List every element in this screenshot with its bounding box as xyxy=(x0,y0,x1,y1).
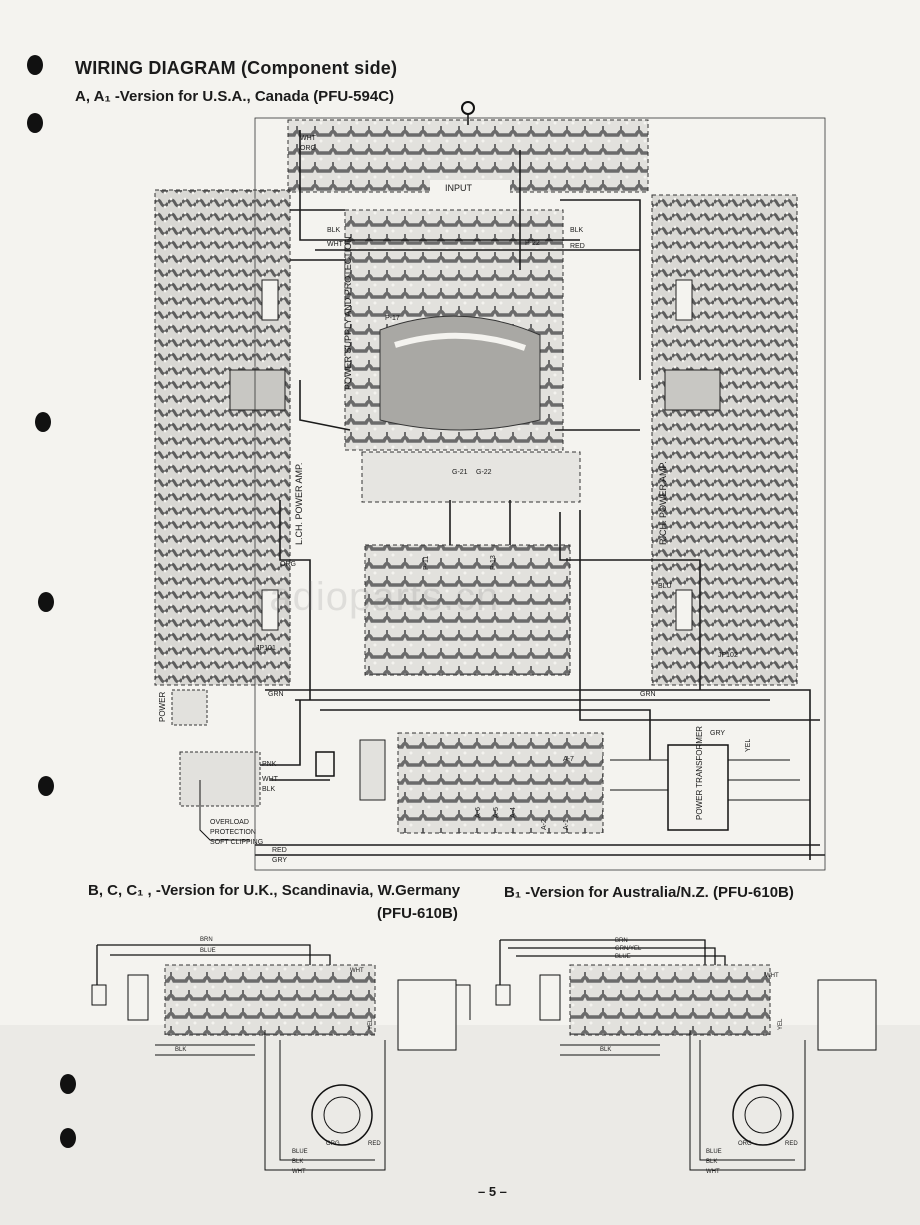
wire-label: BLUE xyxy=(615,954,631,960)
wire-label: RED xyxy=(570,243,585,250)
wire-label: BLK xyxy=(570,227,584,234)
driver-board xyxy=(361,451,581,676)
wire-label: GRN/YEL xyxy=(615,946,642,952)
lch-power-amp-board: L.CH. POWER AMP. xyxy=(154,189,304,686)
lower-band xyxy=(0,1025,920,1225)
pin-label: A-4 xyxy=(510,807,517,818)
wire-label: BLK xyxy=(327,227,341,234)
wire-label: ORG xyxy=(300,145,316,152)
wire-label: BLK xyxy=(706,1159,717,1165)
binder-hole xyxy=(60,1074,76,1094)
pin-label: P-13 xyxy=(490,555,497,570)
wire-color-labels: WHT ORG BLK BLK RED WHT GRN GRN GRY PNK … xyxy=(262,135,752,864)
pin-label: P-11 xyxy=(423,556,430,570)
caption-uk-model: (PFU-610B) xyxy=(377,905,458,922)
pin-label: JP102 xyxy=(718,652,738,659)
pin-label: A-1 xyxy=(563,819,570,830)
wire-label: WHT xyxy=(350,968,364,974)
power-supply-label: POWER SUPPLY AND PROTECTION xyxy=(343,236,353,390)
input-board: INPUT xyxy=(287,101,649,194)
page-number: – 5 – xyxy=(478,1184,507,1199)
wire-label: BLU xyxy=(658,583,672,590)
binder-hole xyxy=(38,592,54,612)
rch-label: R.CH. POWER AMP. xyxy=(658,461,668,545)
wire-label: BLK xyxy=(175,1047,186,1053)
legend-protection: PROTECTION xyxy=(210,829,256,836)
page-title: WIRING DIAGRAM (Component side) xyxy=(75,58,398,78)
caption-australia-version: B₁ -Version for Australia/N.Z. (PFU-610B… xyxy=(504,884,794,901)
australia-version-diagram: BRN GRN/YEL BLUE WHT BLK ORG RED YEL BLU… xyxy=(495,938,877,1175)
wire-label: BLUE xyxy=(292,1149,308,1155)
wire-label: ORG xyxy=(280,561,296,568)
transformer-label: POWER TRANSFORMER xyxy=(695,726,704,820)
wire-label: WHT xyxy=(765,973,779,979)
pin-label: G-22 xyxy=(476,469,492,476)
wire-label: GRN xyxy=(268,691,284,698)
wire-label: WHT xyxy=(262,776,279,783)
pin-label: A-6 xyxy=(475,807,482,818)
input-label: INPUT xyxy=(445,183,473,193)
rch-power-amp-board: R.CH. POWER AMP. xyxy=(651,194,798,686)
version-subtitle: A, A₁ -Version for U.S.A., Canada (PFU-5… xyxy=(75,88,395,105)
pin-label: P-22 xyxy=(525,240,540,247)
binder-hole xyxy=(38,776,54,796)
wire-label: BLK xyxy=(292,1159,303,1165)
power-switch-board: POWER xyxy=(158,689,386,841)
wire-label: WHT xyxy=(300,135,317,142)
rectifier-board xyxy=(397,732,604,834)
wire-label: GRN xyxy=(640,691,656,698)
led-legend: OVERLOAD PROTECTION SOFT CLIPPING xyxy=(210,819,263,846)
wire-label: ORG xyxy=(738,1141,752,1147)
wire-label: BLK xyxy=(600,1047,611,1053)
power-transformer: POWER TRANSFORMER xyxy=(610,726,810,831)
binder-hole xyxy=(27,55,43,75)
wire-label: GRY xyxy=(272,857,287,864)
wire-label: YEL xyxy=(745,739,752,752)
wire-label: RED xyxy=(785,1141,798,1147)
legend-soft-clipping: SOFT CLIPPING xyxy=(210,839,263,846)
wire-label: BLUE xyxy=(706,1149,722,1155)
wire-label: BRN xyxy=(615,938,628,944)
binder-hole xyxy=(60,1128,76,1148)
wire-label: BRN xyxy=(200,937,213,943)
watermark: radioparts.cn xyxy=(255,575,500,619)
wire-label: WHT xyxy=(706,1169,720,1175)
pin-labels: P-11 P-13 P-22 P-17 G-21 G-22 JP102 JP10… xyxy=(256,240,738,830)
uk-version-diagram: BRN BLUE WHT BLK ORG RED YEL BLUE BLK WH… xyxy=(91,937,471,1175)
pin-label: JP101 xyxy=(256,645,276,652)
binder-hole xyxy=(27,113,43,133)
wire-label: BLK xyxy=(262,786,276,793)
wire-label: RED xyxy=(272,847,287,854)
wire-label: PNK xyxy=(262,761,277,768)
legend-overload: OVERLOAD xyxy=(210,819,249,826)
wire-label: BLUE xyxy=(200,948,216,954)
wire-label: WHT xyxy=(292,1169,306,1175)
pin-label: A-7 xyxy=(563,756,574,763)
wire-label: YEL xyxy=(778,1018,784,1030)
power-label: POWER xyxy=(158,692,167,722)
wire-label: YEL xyxy=(368,1018,374,1030)
pin-label: P-17 xyxy=(385,315,400,322)
wire-label: GRY xyxy=(710,730,725,737)
pin-label: A-2 xyxy=(541,819,548,830)
wire-label: RED xyxy=(368,1141,381,1147)
pin-label: A-5 xyxy=(493,807,500,818)
pin-label: G-21 xyxy=(452,469,468,476)
binder-hole xyxy=(35,412,51,432)
wire-label: ORG xyxy=(326,1141,340,1147)
caption-uk-version: B, C, C₁ , -Version for U.K., Scandinavi… xyxy=(88,882,461,899)
lch-label: L.CH. POWER AMP. xyxy=(294,463,304,545)
wire-label: WHT xyxy=(327,241,344,248)
